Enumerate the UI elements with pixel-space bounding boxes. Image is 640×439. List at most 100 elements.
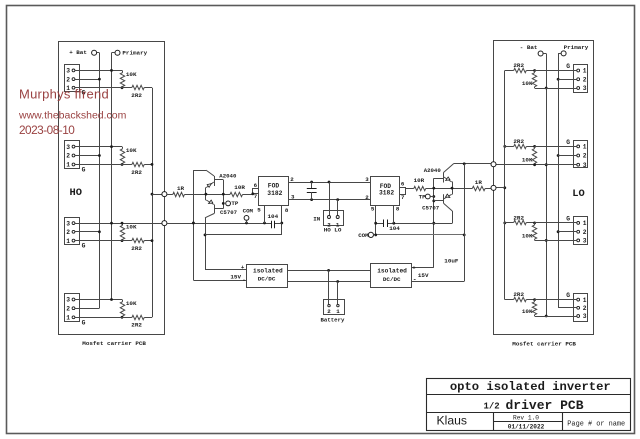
svg-text:5: 5 [257, 207, 261, 214]
svg-text:3: 3 [66, 220, 70, 227]
svg-text:10K: 10K [126, 224, 137, 231]
svg-text:G: G [566, 292, 570, 299]
svg-text:-: - [413, 277, 417, 284]
svg-text:1: 1 [336, 221, 340, 228]
svg-text:LO: LO [572, 188, 584, 200]
svg-text:DC/DC: DC/DC [258, 276, 276, 283]
svg-text:2: 2 [327, 308, 331, 315]
svg-text:6: 6 [254, 182, 258, 189]
svg-text:Primary: Primary [564, 44, 589, 51]
svg-text:2: 2 [583, 153, 587, 160]
svg-text:+: + [412, 264, 416, 271]
svg-text:10K: 10K [522, 308, 533, 315]
svg-text:2: 2 [290, 176, 294, 183]
svg-text:10K: 10K [126, 300, 137, 307]
svg-text:FOD: FOD [268, 183, 280, 190]
svg-text:www.thebackshed.com: www.thebackshed.com [18, 110, 127, 122]
svg-text:2R2: 2R2 [131, 322, 142, 329]
svg-text:- Bat: - Bat [520, 44, 538, 51]
svg-text:01/11/2022: 01/11/2022 [508, 423, 545, 430]
svg-text:5: 5 [371, 206, 375, 213]
svg-text:3: 3 [583, 162, 587, 169]
svg-text:TP: TP [419, 193, 426, 200]
svg-text:10K: 10K [522, 80, 533, 87]
svg-text:-: - [242, 277, 246, 284]
svg-text:15V: 15V [230, 273, 241, 280]
svg-text:3: 3 [66, 144, 70, 151]
svg-text:HO: HO [70, 187, 82, 199]
svg-text:10R: 10R [414, 177, 425, 184]
svg-text:10R: 10R [234, 184, 245, 191]
svg-text:+: + [241, 264, 245, 271]
svg-text:104: 104 [389, 225, 400, 232]
svg-text:3: 3 [66, 68, 70, 75]
svg-text:G: G [82, 243, 86, 250]
svg-text:isolated: isolated [377, 267, 407, 274]
svg-text:DC/DC: DC/DC [383, 276, 401, 283]
svg-text:10K: 10K [522, 232, 533, 239]
svg-text:3: 3 [291, 193, 295, 200]
svg-text:1: 1 [336, 308, 340, 315]
svg-text:3182: 3182 [267, 190, 282, 197]
svg-text:1: 1 [66, 162, 70, 169]
svg-text:FOD: FOD [380, 183, 392, 190]
svg-text:3: 3 [583, 85, 587, 92]
svg-text:G: G [82, 167, 86, 174]
svg-text:Murphys ffrend: Murphys ffrend [19, 87, 109, 102]
svg-text:6: 6 [401, 181, 405, 188]
svg-text:2: 2 [66, 76, 70, 83]
svg-text:2: 2 [66, 153, 70, 160]
svg-text:8: 8 [396, 206, 400, 213]
svg-text:Mosfet carrier PCB: Mosfet carrier PCB [82, 340, 146, 347]
svg-text:2: 2 [583, 305, 587, 312]
svg-text:3: 3 [583, 238, 587, 245]
svg-text:1: 1 [66, 85, 70, 92]
svg-text:3: 3 [583, 313, 587, 320]
svg-text:G: G [566, 215, 570, 222]
svg-text:G: G [82, 319, 86, 326]
svg-text:2: 2 [365, 194, 369, 201]
svg-text:2R2: 2R2 [513, 62, 524, 69]
svg-text:Primary: Primary [122, 49, 147, 56]
svg-text:HO LO: HO LO [324, 227, 342, 234]
svg-text:COM: COM [358, 232, 369, 239]
svg-text:104: 104 [268, 213, 279, 220]
svg-text:3: 3 [365, 176, 369, 183]
svg-text:Klaus: Klaus [437, 414, 468, 428]
svg-text:1R: 1R [475, 179, 483, 186]
svg-text:1: 1 [583, 68, 587, 75]
svg-text:10K: 10K [126, 147, 137, 154]
svg-text:Page # or name: Page # or name [567, 421, 625, 429]
svg-text:C5707: C5707 [422, 205, 440, 212]
svg-text:1/2: 1/2 [484, 401, 500, 411]
svg-text:1: 1 [66, 238, 70, 245]
svg-text:15V: 15V [418, 272, 429, 279]
svg-text:+ Bat: + Bat [69, 49, 87, 56]
svg-text:1R: 1R [177, 185, 185, 192]
svg-text:Battery: Battery [321, 317, 345, 324]
svg-text:2R2: 2R2 [131, 92, 142, 99]
svg-text:Rev 1.0: Rev 1.0 [513, 415, 539, 422]
svg-text:2R2: 2R2 [513, 215, 524, 222]
svg-text:A2040: A2040 [424, 167, 442, 174]
svg-text:2: 2 [327, 221, 331, 228]
svg-text:2: 2 [583, 76, 587, 83]
svg-text:G: G [82, 90, 86, 97]
svg-text:2: 2 [66, 229, 70, 236]
svg-text:2R2: 2R2 [131, 245, 142, 252]
svg-text:isolated: isolated [253, 267, 283, 274]
svg-text:IN: IN [313, 215, 321, 222]
svg-text:COM: COM [243, 208, 254, 215]
svg-text:C5707: C5707 [220, 209, 238, 216]
svg-text:TP: TP [231, 200, 238, 207]
svg-text:1: 1 [66, 315, 70, 322]
svg-text:Mosfet carrier PCB: Mosfet carrier PCB [512, 341, 576, 348]
svg-text:G: G [566, 63, 570, 70]
svg-text:10uF: 10uF [444, 258, 459, 265]
svg-text:2R2: 2R2 [513, 138, 524, 145]
svg-text:driver PCB: driver PCB [506, 398, 584, 413]
svg-text:A2040: A2040 [219, 173, 237, 180]
svg-text:7: 7 [401, 194, 405, 201]
svg-text:1: 1 [583, 220, 587, 227]
svg-text:3182: 3182 [379, 190, 394, 197]
